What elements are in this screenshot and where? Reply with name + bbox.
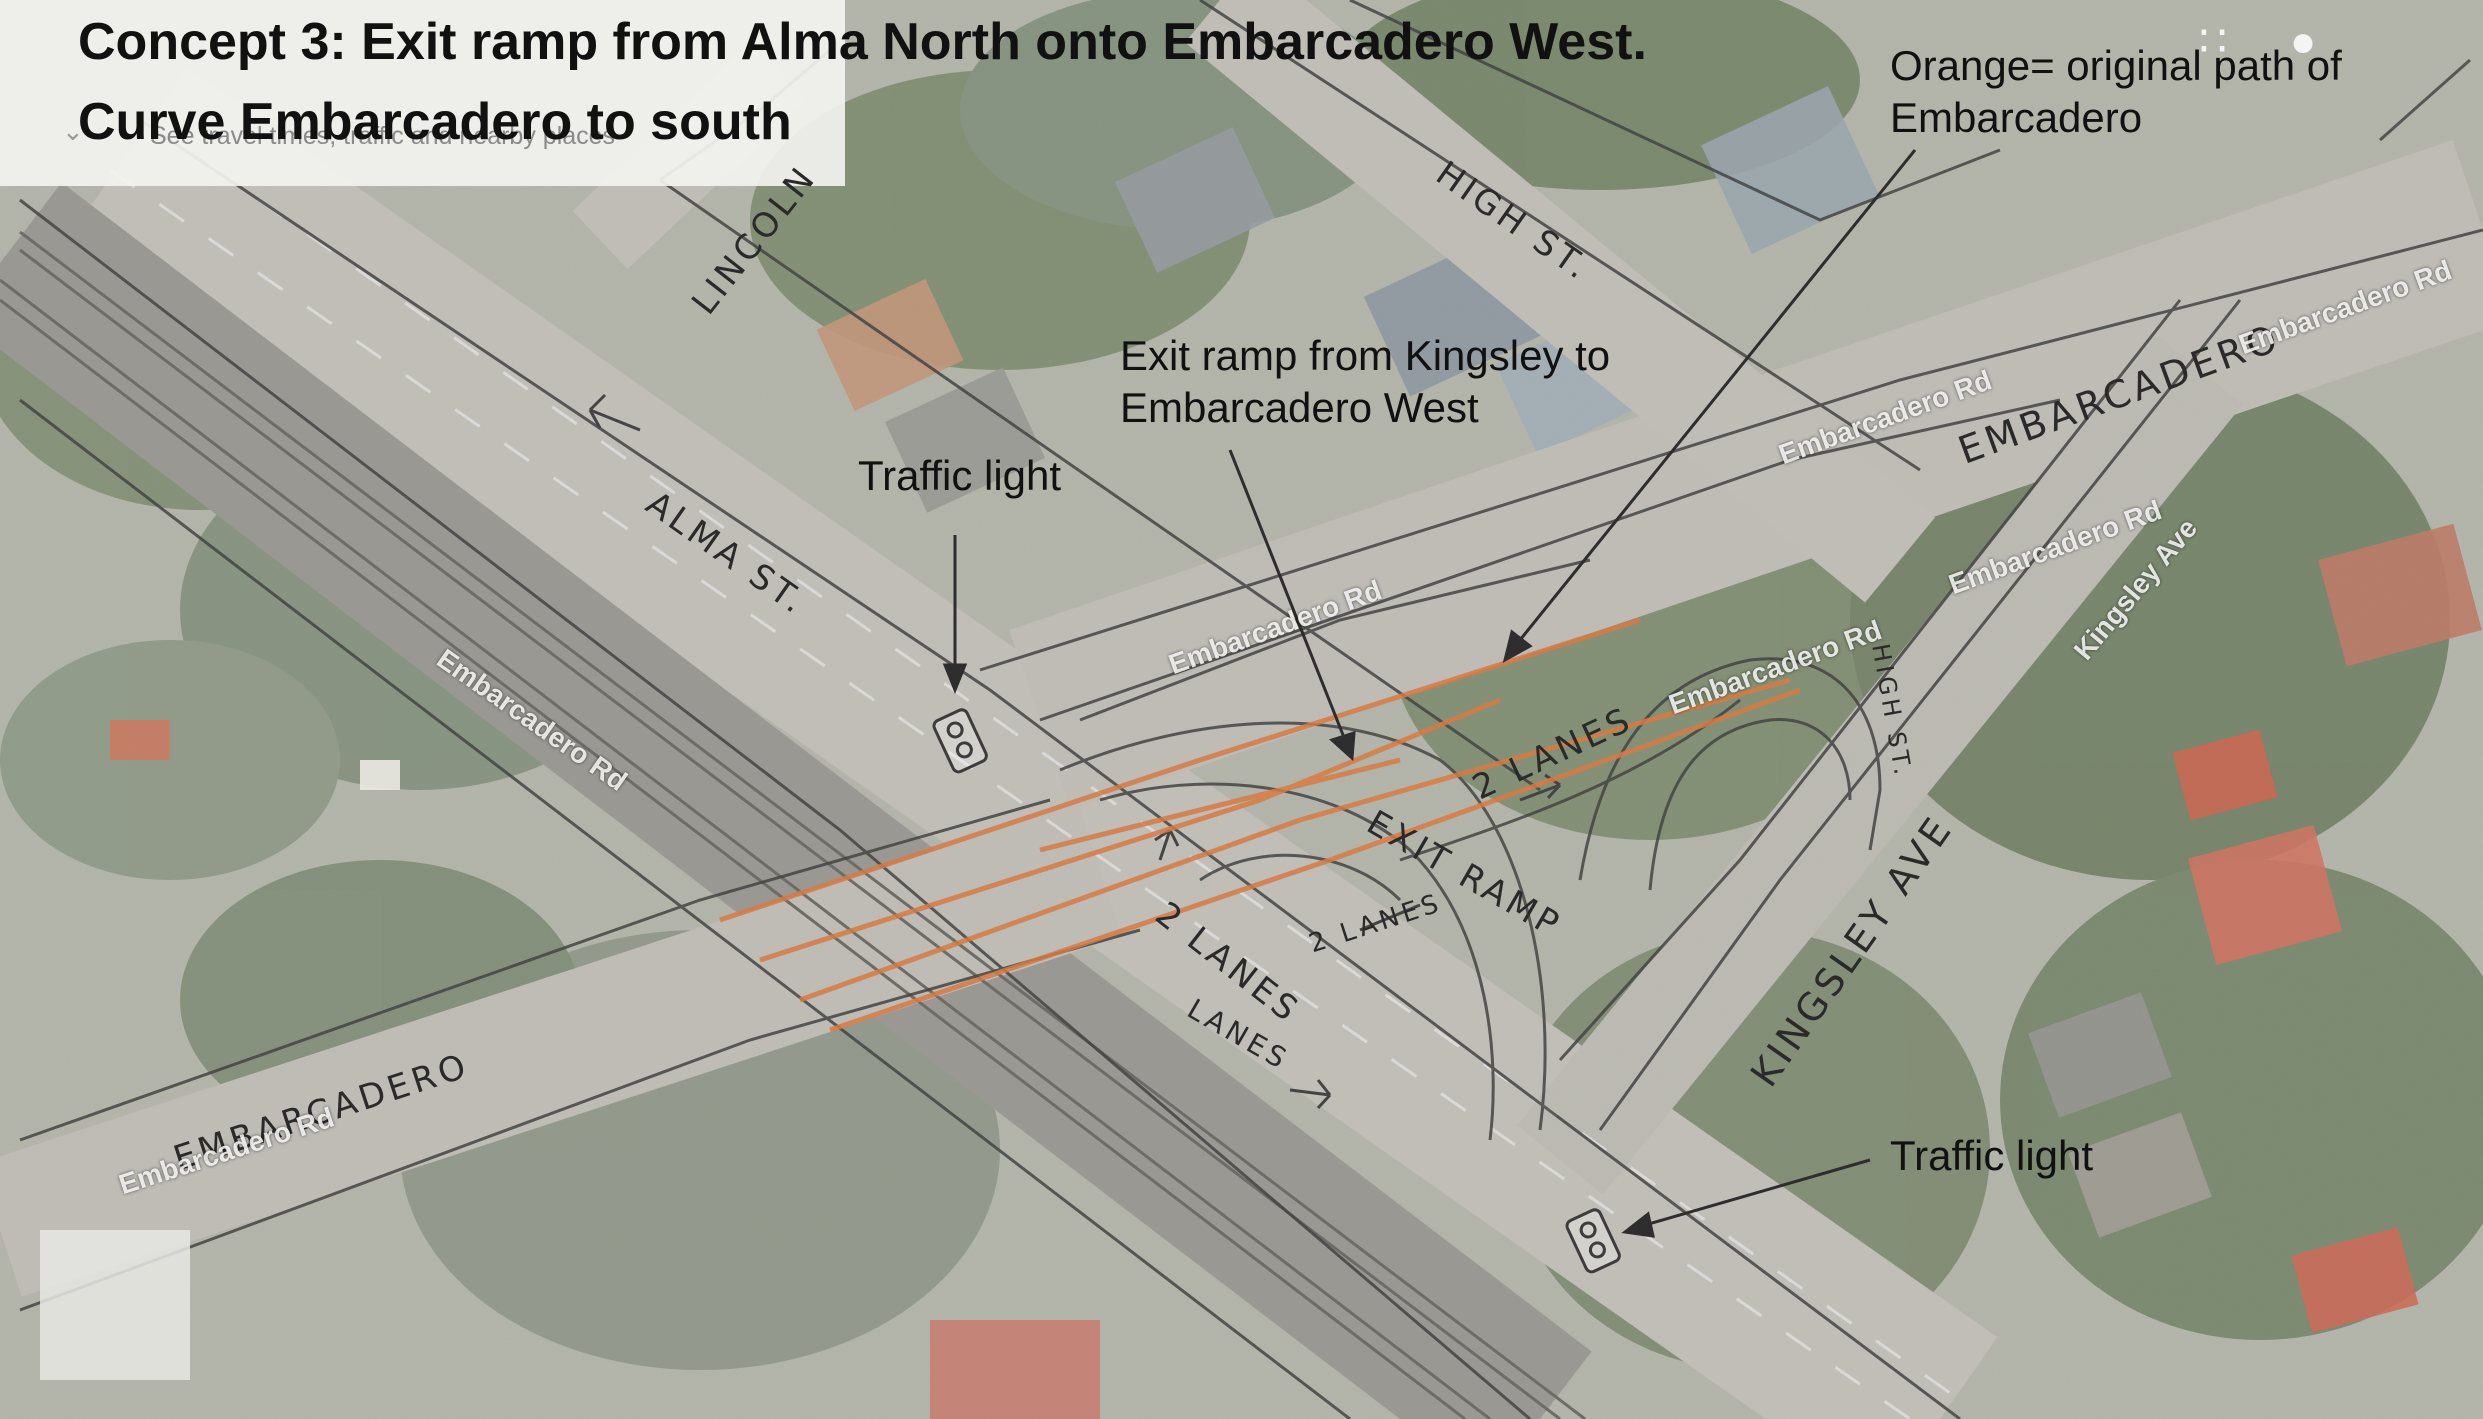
title-backdrop <box>0 0 845 186</box>
exit-ramp-callout: Exit ramp from Kingsley to Embarcadero W… <box>1120 332 1611 431</box>
apps-grid-icon[interactable]: ∷ <box>2199 17 2227 66</box>
chevron-down-icon: ⌄ <box>62 116 84 146</box>
traffic-light-callout-bottom: Traffic light <box>1890 1132 2094 1179</box>
orange-path-callout: Orange= original path of Embarcadero <box>1890 42 2342 141</box>
ghost-search-hint: See travel times, traffic and nearby pla… <box>150 122 616 150</box>
account-icon[interactable]: ● <box>2289 17 2317 66</box>
page-title: Concept 3: Exit ramp from Alma North ont… <box>78 13 1647 151</box>
blank-patch <box>40 1230 190 1380</box>
traffic-light-callout-top: Traffic light <box>858 452 1062 499</box>
